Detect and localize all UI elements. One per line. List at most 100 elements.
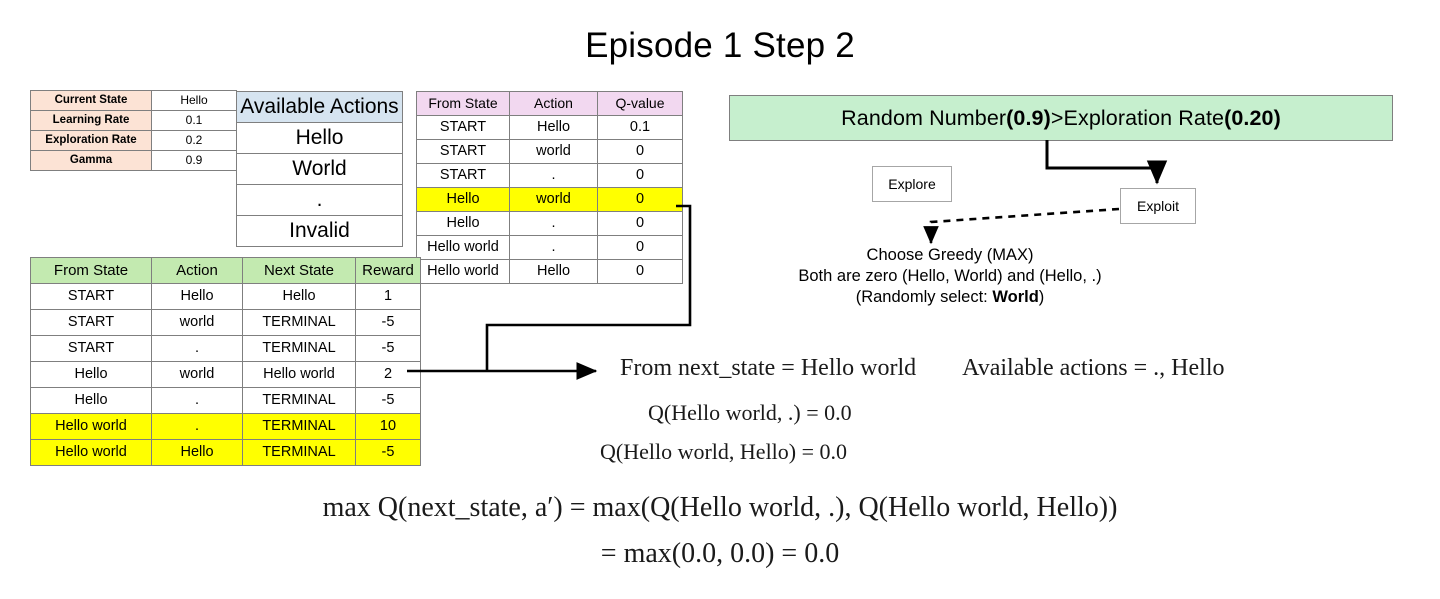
list-item: . bbox=[236, 184, 403, 216]
greedy-line-2: Both are zero (Hello, World) and (Hello,… bbox=[798, 267, 1102, 285]
trans-from-state: Hello world bbox=[30, 439, 152, 466]
trans-action: . bbox=[151, 413, 243, 440]
greedy-line-1: Choose Greedy (MAX) bbox=[866, 246, 1034, 264]
exploit-label: Exploit bbox=[1136, 198, 1180, 214]
available-actions-header: Available Actions bbox=[236, 91, 403, 123]
trans-next-state: Hello bbox=[242, 283, 356, 310]
available-action-cell: World bbox=[236, 153, 403, 185]
trans-from-state: START bbox=[30, 283, 152, 310]
greedy-choice-explanation: Choose Greedy (MAX) Both are zero (Hello… bbox=[640, 245, 1260, 308]
q-action: . bbox=[509, 211, 598, 236]
trans-next-state: Hello world bbox=[242, 361, 356, 388]
q-from-state: START bbox=[416, 115, 510, 140]
trans-action: world bbox=[151, 361, 243, 388]
table-header-row: From State Action Next State Reward bbox=[30, 257, 421, 284]
greedy-selected-action: World bbox=[992, 288, 1039, 306]
trans-action: Hello bbox=[151, 439, 243, 466]
trans-from-state: START bbox=[30, 335, 152, 362]
q-from-state: START bbox=[416, 163, 510, 188]
q-from-state: Hello world bbox=[416, 259, 510, 284]
q-action: . bbox=[509, 163, 598, 188]
column-header-from-state: From State bbox=[416, 91, 510, 116]
math-q-dot-line: Q(Hello world, .) = 0.0 bbox=[648, 400, 852, 425]
banner-middle-text: Exploration Rate bbox=[1063, 105, 1225, 130]
trans-action: . bbox=[151, 335, 243, 362]
table-row: Learning Rate 0.1 bbox=[30, 110, 237, 131]
column-header-from-state: From State bbox=[30, 257, 152, 284]
param-value: 0.2 bbox=[151, 130, 237, 151]
page-title: Episode 1 Step 2 bbox=[585, 26, 855, 65]
table-header-row: From State Action Q-value bbox=[416, 91, 683, 116]
list-item: World bbox=[236, 153, 403, 185]
table-row: START . 0 bbox=[416, 163, 683, 188]
banner-to-exploit-arrow bbox=[1045, 140, 1168, 185]
trans-reward: 1 bbox=[355, 283, 421, 310]
trans-from-state: Hello bbox=[30, 361, 152, 388]
table-row: Hello . 0 bbox=[416, 211, 683, 236]
trans-reward: 10 bbox=[355, 413, 421, 440]
column-header-action: Action bbox=[151, 257, 243, 284]
table-row: Exploration Rate 0.2 bbox=[30, 130, 237, 151]
param-value: 0.1 bbox=[151, 110, 237, 131]
q-from-state: START bbox=[416, 139, 510, 164]
math-from-next-state: From next_state = Hello world bbox=[620, 355, 917, 381]
trans-reward: -5 bbox=[355, 439, 421, 466]
trans-reward: 2 bbox=[355, 361, 421, 388]
table-row: Current State Hello bbox=[30, 90, 237, 111]
table-row-highlighted: Hello world Hello TERMINAL -5 bbox=[30, 439, 421, 466]
param-key: Gamma bbox=[30, 150, 152, 171]
q-value: 0 bbox=[597, 139, 683, 164]
param-key: Learning Rate bbox=[30, 110, 152, 131]
math-max-expression-line: max Q(next_state, a′) = max(Q(Hello worl… bbox=[322, 492, 1118, 523]
trans-action: Hello bbox=[151, 283, 243, 310]
param-value: 0.9 bbox=[151, 150, 237, 171]
list-item: Hello bbox=[236, 122, 403, 154]
q-action: Hello bbox=[509, 259, 598, 284]
explore-box[interactable]: Explore bbox=[872, 166, 952, 202]
q-from-state: Hello bbox=[416, 187, 510, 212]
column-header-reward: Reward bbox=[355, 257, 421, 284]
q-value: 0.1 bbox=[597, 115, 683, 140]
trans-next-state: TERMINAL bbox=[242, 335, 356, 362]
banner-random-value: (0.9) bbox=[1006, 105, 1051, 130]
available-actions-table: Available Actions Hello World . Invalid bbox=[236, 91, 403, 247]
trans-from-state: START bbox=[30, 309, 152, 336]
banner-exploration-rate-value: (0.20) bbox=[1224, 105, 1281, 130]
column-header-action: Action bbox=[509, 91, 598, 116]
q-value: 0 bbox=[597, 211, 683, 236]
param-key: Current State bbox=[30, 90, 152, 111]
banner-prefix-text: Random Number bbox=[841, 105, 1007, 130]
parameters-table: Current State Hello Learning Rate 0.1 Ex… bbox=[30, 90, 237, 171]
table-row: START world 0 bbox=[416, 139, 683, 164]
q-action: . bbox=[509, 235, 598, 260]
exploit-box[interactable]: Exploit bbox=[1120, 188, 1196, 224]
table-row: Gamma 0.9 bbox=[30, 150, 237, 171]
trans-from-state: Hello bbox=[30, 387, 152, 414]
q-value: 0 bbox=[597, 163, 683, 188]
trans-next-state: TERMINAL bbox=[242, 387, 356, 414]
available-action-cell: Invalid bbox=[236, 215, 403, 247]
banner-operator: > bbox=[1050, 105, 1064, 130]
table-row-highlighted: Hello world . TERMINAL 10 bbox=[30, 413, 421, 440]
math-q-hello-line: Q(Hello world, Hello) = 0.0 bbox=[600, 439, 848, 464]
param-value: Hello bbox=[151, 90, 237, 111]
explore-label: Explore bbox=[888, 176, 936, 192]
table-row: START Hello 0.1 bbox=[416, 115, 683, 140]
trans-next-state: TERMINAL bbox=[242, 309, 356, 336]
trans-from-state: Hello world bbox=[30, 413, 152, 440]
q-action: world bbox=[509, 139, 598, 164]
table-row: Hello world Hello world 2 bbox=[30, 361, 421, 388]
available-action-cell: Hello bbox=[236, 122, 403, 154]
column-header-q-value: Q-value bbox=[597, 91, 683, 116]
q-from-state: Hello bbox=[416, 211, 510, 236]
trans-next-state: TERMINAL bbox=[242, 413, 356, 440]
trans-next-state: TERMINAL bbox=[242, 439, 356, 466]
greedy-line-3-prefix: (Randomly select: bbox=[855, 288, 993, 306]
table-row-highlighted: Hello world 0 bbox=[416, 187, 683, 212]
trans-action: . bbox=[151, 387, 243, 414]
param-key: Exploration Rate bbox=[30, 130, 152, 151]
math-max-result-line: = max(0.0, 0.0) = 0.0 bbox=[600, 538, 840, 569]
greedy-line-3-suffix: ) bbox=[1038, 288, 1045, 306]
table-row: Hello . TERMINAL -5 bbox=[30, 387, 421, 414]
